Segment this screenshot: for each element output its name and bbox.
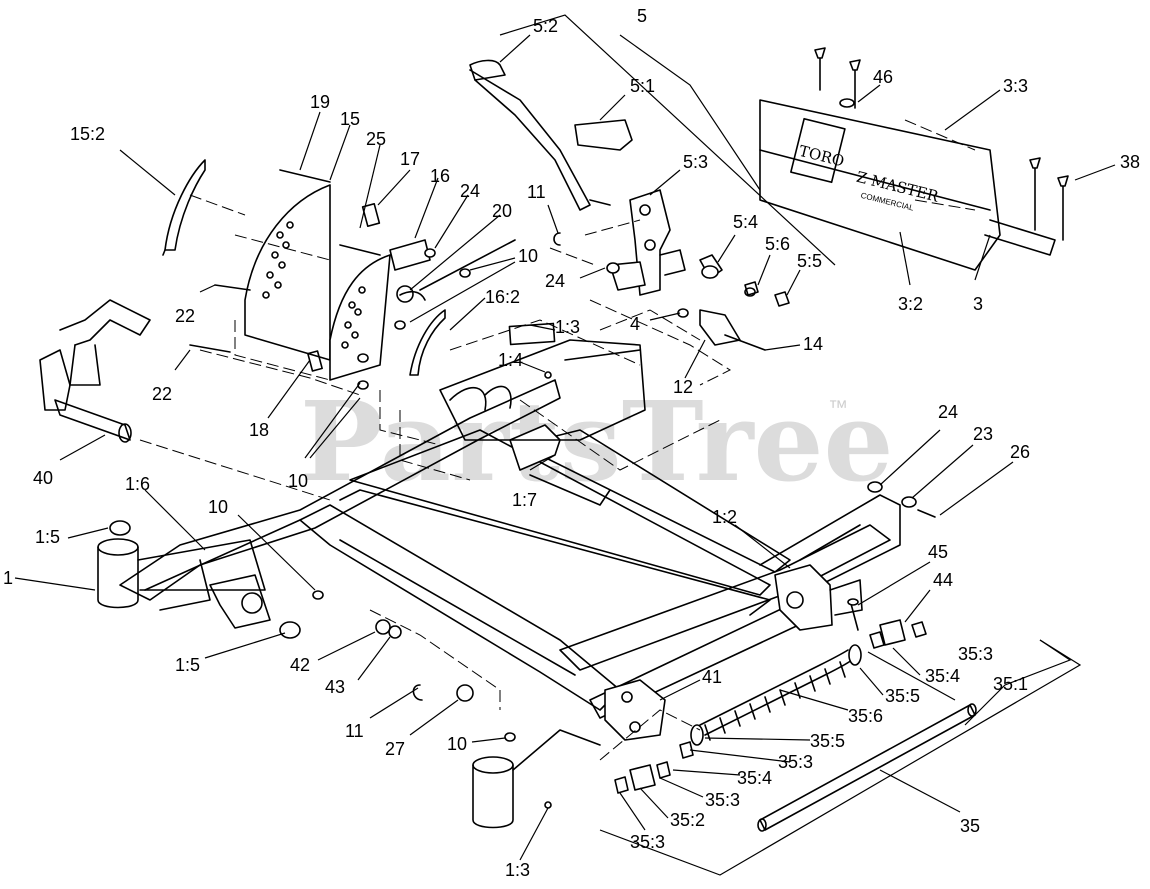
callout-5-4: 5:4 (733, 212, 758, 232)
callout-1-5-b: 1:5 (175, 655, 200, 675)
callout-14: 14 (803, 334, 823, 354)
callout-18: 18 (249, 420, 269, 440)
callout-17: 17 (400, 149, 420, 169)
callout-24-a: 24 (460, 181, 480, 201)
console-decal-3: TORO Z MASTER COMMERCIAL (759, 47, 1069, 271)
callout-1-6: 1:6 (125, 474, 150, 494)
callout-42: 42 (290, 655, 310, 675)
callout-40: 40 (33, 468, 53, 488)
callout-10-a: 10 (518, 246, 538, 266)
callout-5-6: 5:6 (765, 234, 790, 254)
callout-5-3: 5:3 (683, 152, 708, 172)
callout-10-d: 10 (447, 734, 467, 754)
callout-24-c: 24 (938, 402, 958, 422)
watermark: PartsTree (300, 377, 894, 506)
callout-22-b: 22 (152, 384, 172, 404)
callout-16: 16 (430, 166, 450, 186)
spring-assembly-35 (614, 598, 977, 832)
callout-27: 27 (385, 739, 405, 759)
callout-1: 1 (3, 568, 13, 588)
callout-35-5-b: 35:5 (810, 731, 845, 751)
callout-5-1: 5:1 (630, 76, 655, 96)
callout-35-3-d: 35:3 (630, 832, 665, 852)
callout-20: 20 (492, 201, 512, 221)
callout-1-3-a: 1:3 (555, 317, 580, 337)
callout-5-2: 5:2 (533, 16, 558, 36)
callout-43: 43 (325, 677, 345, 697)
callout-11-b: 11 (345, 721, 364, 741)
main-frame (97, 339, 901, 829)
callout-labels: 5 5:2 5:1 5:3 5:4 5:6 5:5 46 3:3 38 3:2 … (3, 6, 1140, 880)
callout-10-b: 10 (288, 471, 308, 491)
control-handle-5 (469, 59, 790, 351)
callout-23: 23 (973, 424, 993, 444)
leader-lines (14, 14, 1116, 876)
callout-5: 5 (637, 6, 647, 26)
callout-22-a: 22 (175, 306, 195, 326)
callout-26: 26 (1010, 442, 1030, 462)
callout-11-a: 11 (527, 182, 546, 202)
callout-46: 46 (873, 67, 893, 87)
callout-38: 38 (1120, 152, 1140, 172)
callout-35-4-a: 35:4 (925, 666, 960, 686)
callout-35-3-a: 35:3 (958, 644, 993, 664)
callout-35-4-b: 35:4 (737, 768, 772, 788)
lever-shaft-40 (39, 299, 151, 443)
hardware (109, 169, 936, 809)
callout-35: 35 (960, 816, 980, 836)
callout-35-3-b: 35:3 (778, 752, 813, 772)
callout-35-6: 35:6 (848, 706, 883, 726)
callout-4: 4 (630, 314, 640, 334)
callout-24-b: 24 (545, 271, 565, 291)
callout-35-2: 35:2 (670, 810, 705, 830)
callout-12: 12 (673, 377, 693, 397)
callout-15: 15 (340, 109, 360, 129)
callout-1-3-b: 1:3 (505, 860, 530, 880)
callout-35-5-a: 35:5 (885, 686, 920, 706)
callout-19: 19 (310, 92, 330, 112)
callout-41: 41 (702, 667, 722, 687)
callout-3: 3 (973, 294, 983, 314)
callout-1-7: 1:7 (512, 490, 537, 510)
pedal-plates (162, 159, 516, 381)
callout-16-2: 16:2 (485, 287, 520, 307)
callout-44: 44 (933, 570, 953, 590)
callout-15-2: 15:2 (70, 124, 105, 144)
callout-5-5: 5:5 (797, 251, 822, 271)
callout-1-2: 1:2 (712, 507, 737, 527)
watermark-trademark: ™ (828, 397, 848, 419)
callout-10-c: 10 (208, 497, 228, 517)
callout-3-3: 3:3 (1003, 76, 1028, 96)
callout-25: 25 (366, 129, 386, 149)
callout-1-4: 1:4 (498, 350, 523, 370)
callout-35-3-c: 35:3 (705, 790, 740, 810)
callout-35-1: 35:1 (993, 674, 1028, 694)
callout-1-5-a: 1:5 (35, 527, 60, 547)
alignment-lines (139, 119, 976, 761)
callout-45: 45 (928, 542, 948, 562)
callout-3-2: 3:2 (898, 294, 923, 314)
